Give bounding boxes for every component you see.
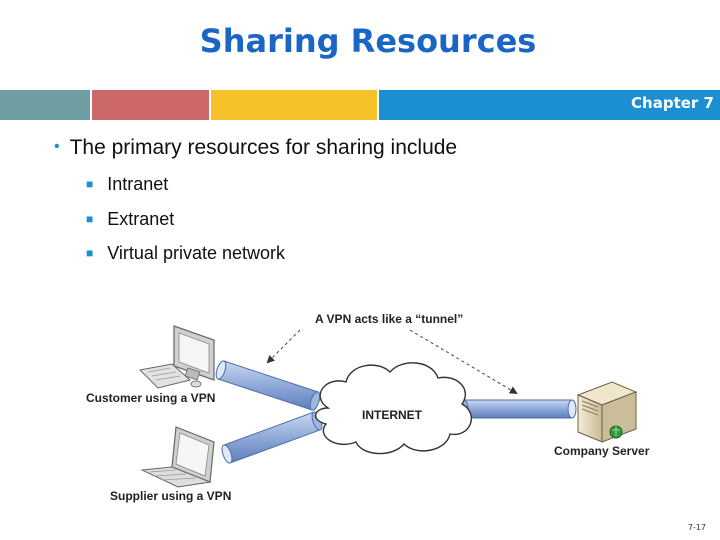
tunnel-arrow-left <box>266 329 301 364</box>
tunnel-arrow-right <box>409 329 518 395</box>
main-bullet-text: The primary resources for sharing includ… <box>69 136 458 159</box>
page-number: 7-17 <box>687 523 706 532</box>
sub-bullet-intranet: ■ Intranet <box>86 174 168 195</box>
internet-label: INTERNET <box>362 408 423 422</box>
header-band-red <box>92 90 209 120</box>
square-bullet-icon: ■ <box>86 177 94 191</box>
supplier-vpn-tunnel <box>221 411 323 464</box>
header-band-blue <box>379 90 720 120</box>
customer-vpn-tunnel <box>215 360 321 411</box>
sub-bullet-text: Intranet <box>107 174 169 194</box>
sub-bullet-text: Extranet <box>107 209 175 229</box>
sub-bullet-vpn: ■ Virtual private network <box>86 243 285 264</box>
bullet-dot-icon: • <box>54 138 60 155</box>
laptop-icon <box>140 426 215 488</box>
square-bullet-icon: ■ <box>86 246 94 260</box>
internet-cloud-icon <box>315 362 473 455</box>
server-icon <box>576 381 638 443</box>
main-bullet: • The primary resources for sharing inclu… <box>54 136 457 160</box>
server-label: Company Server <box>554 444 650 458</box>
tunnel-caption: A VPN acts like a “tunnel” <box>315 312 463 326</box>
sub-bullet-text: Virtual private network <box>107 243 285 263</box>
sub-bullet-extranet: ■ Extranet <box>86 209 174 230</box>
customer-label: Customer using a VPN <box>86 391 215 405</box>
square-bullet-icon: ■ <box>86 212 94 226</box>
server-vpn-tunnel <box>459 399 577 419</box>
slide-title: Sharing Resources <box>199 22 537 60</box>
desktop-computer-icon <box>138 325 215 389</box>
supplier-label: Supplier using a VPN <box>110 489 231 503</box>
chapter-label: Chapter 7 <box>631 94 714 112</box>
header-band-yellow <box>211 90 377 120</box>
header-band-teal <box>0 90 90 120</box>
